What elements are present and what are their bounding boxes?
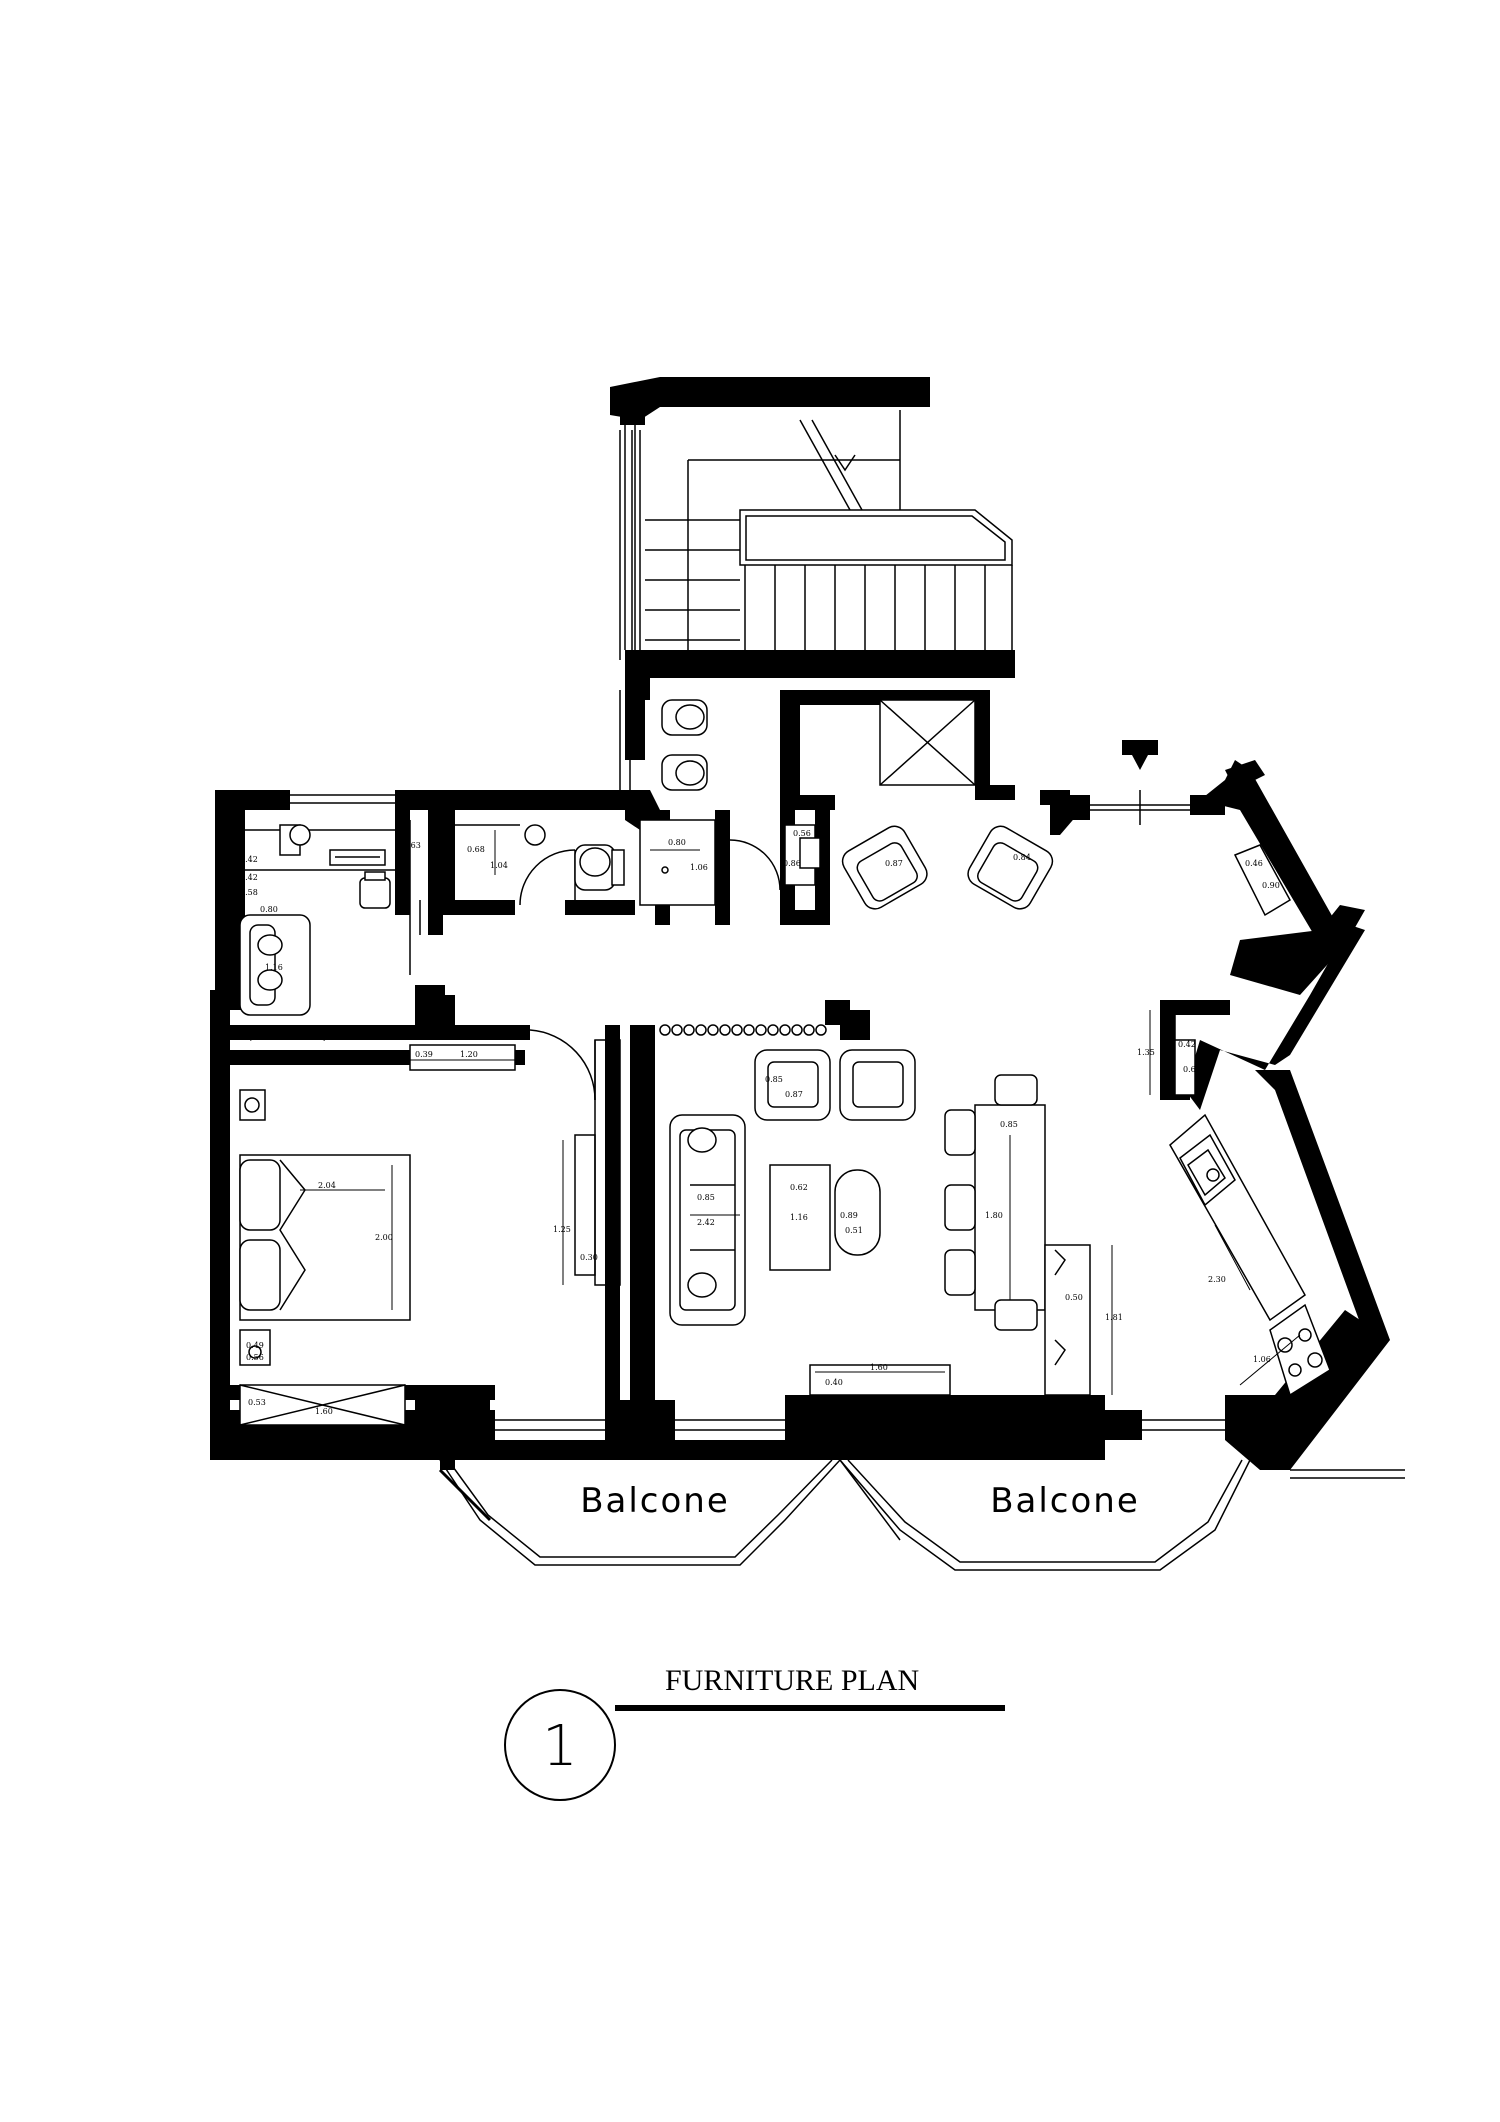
bathroom-1: 0.68 1.04: [445, 824, 576, 915]
drawing-title-block: 1 FURNITURE PLAN: [504, 1664, 1005, 1801]
dimension-label: 0.39: [415, 1050, 433, 1059]
dining-chair: [994, 1299, 1038, 1331]
entry-cabinet: 0.46 0.90: [1233, 844, 1292, 917]
entrance-arrow-icon: [1122, 740, 1158, 770]
dimension-label: 1.25: [553, 1225, 571, 1234]
dimension-label: 1.60: [870, 1363, 888, 1372]
sink-icon: [1206, 1168, 1220, 1182]
dimension-label: 1.60: [315, 1407, 333, 1416]
sofa: [669, 1114, 746, 1326]
dimension-label: 1.04: [490, 861, 508, 870]
dimension-label: 0.85: [1000, 1120, 1018, 1129]
lounge-chair: [839, 1049, 916, 1121]
dimension-label: 0.80: [668, 838, 686, 847]
side-table: [834, 1169, 881, 1256]
dimension-label: 0.63: [403, 841, 421, 850]
dimension-label: 0.30: [580, 1253, 598, 1262]
dining-chair: [944, 1109, 976, 1156]
dimension-label: 1.06: [690, 863, 708, 872]
dimension-label: 0.50: [1065, 1293, 1083, 1302]
staircase: [610, 377, 1013, 660]
balcony-label: Balcone: [990, 1481, 1140, 1521]
dimension-label: 0.42: [240, 855, 258, 864]
drawing-number: 1: [542, 1714, 578, 1779]
storage-cabinet: 1.35 0.42 0.61: [1137, 1010, 1201, 1096]
armchair: [841, 825, 928, 910]
dimension-label: 0.87: [785, 1090, 803, 1099]
bathroom-3: 0.56 0.86: [780, 824, 830, 925]
dimension-label: 0.58: [240, 888, 258, 897]
console: [809, 1364, 951, 1396]
dimension-label: 0.61: [1183, 1065, 1201, 1074]
dimension-label: 0.49: [246, 1341, 264, 1350]
lounge-chair: [754, 1049, 831, 1121]
stove-icon: [1277, 1328, 1323, 1377]
windows: [290, 420, 1405, 1479]
dimension-label: 1.16: [790, 1213, 808, 1222]
dining-chair: [944, 1184, 976, 1231]
balcony-left: Balcone: [438, 1459, 841, 1566]
drawing-number-circle: [504, 1689, 616, 1801]
dimension-label: 0.85: [765, 1075, 783, 1084]
dimension-label: 1.35: [1137, 1048, 1155, 1057]
dimension-label: 0.56: [246, 1353, 264, 1362]
dimension-label: 2.42: [697, 1218, 715, 1227]
bedroom: 0.39 1.20 2.04 2.00 0.49 0.56 0.53 1.60 …: [239, 1029, 621, 1426]
kitchen: 2.30 1.06: [1169, 1113, 1331, 1397]
balcony-right: Balcone: [839, 1459, 1251, 1571]
dimension-label: 0.84: [1013, 853, 1031, 862]
bead-curtain: [659, 1024, 827, 1036]
dimension-label: 1.81: [1105, 1313, 1123, 1322]
walls: [210, 650, 1390, 1470]
dimension-label: 0.40: [825, 1378, 843, 1387]
dimension-label: 1.16: [265, 963, 283, 972]
elevator-shaft: [879, 699, 976, 786]
dimension-label: 0.42: [1178, 1040, 1196, 1049]
dimension-label: 0.56: [793, 829, 811, 838]
dimension-label: 0.89: [840, 1211, 858, 1220]
dining-area: 0.85 1.80 0.50 1.81: [944, 1074, 1123, 1396]
dimension-label: 0.53: [248, 1398, 266, 1407]
balcony-label: Balcone: [580, 1481, 730, 1521]
dimension-label: 0.87: [885, 859, 903, 868]
shelf-unit: [1044, 1244, 1091, 1396]
office-room: 0.63 0.42 0.42 0.58 0.80 1.16: [230, 810, 421, 1016]
coffee-table: [769, 1164, 831, 1271]
wc-fixtures: [661, 699, 708, 791]
dimension-label: 0.51: [845, 1226, 863, 1235]
dimension-label: 0.85: [697, 1193, 715, 1202]
dimension-label: 0.68: [467, 845, 485, 854]
dimension-label: 1.06: [1253, 1355, 1271, 1364]
bathroom-2: 0.80 1.06: [565, 819, 781, 915]
dimension-label: 0.90: [1262, 881, 1280, 890]
dimension-label: 2.04: [318, 1181, 336, 1190]
dimension-label: 2.00: [375, 1233, 393, 1242]
dimension-label: 0.42: [240, 873, 258, 882]
dimension-label: 1.20: [460, 1050, 478, 1059]
dimension-label: 0.46: [1245, 859, 1263, 868]
dimension-label: 2.30: [1208, 1275, 1226, 1284]
dining-chair: [994, 1074, 1038, 1106]
dining-chair: [944, 1249, 976, 1296]
dimension-label: 0.86: [783, 859, 801, 868]
entrance-lounge: 0.87 0.84: [841, 740, 1190, 910]
dimension-label: 0.62: [790, 1183, 808, 1192]
dimension-label: 1.80: [985, 1211, 1003, 1220]
drawing-title: FURNITURE PLAN: [665, 1664, 919, 1697]
armchair: [967, 825, 1054, 910]
living-room: 0.85 0.87 0.85 2.42 0.62 1.16 0.89 0.51 …: [659, 1024, 951, 1396]
dimension-label: 0.80: [260, 905, 278, 914]
